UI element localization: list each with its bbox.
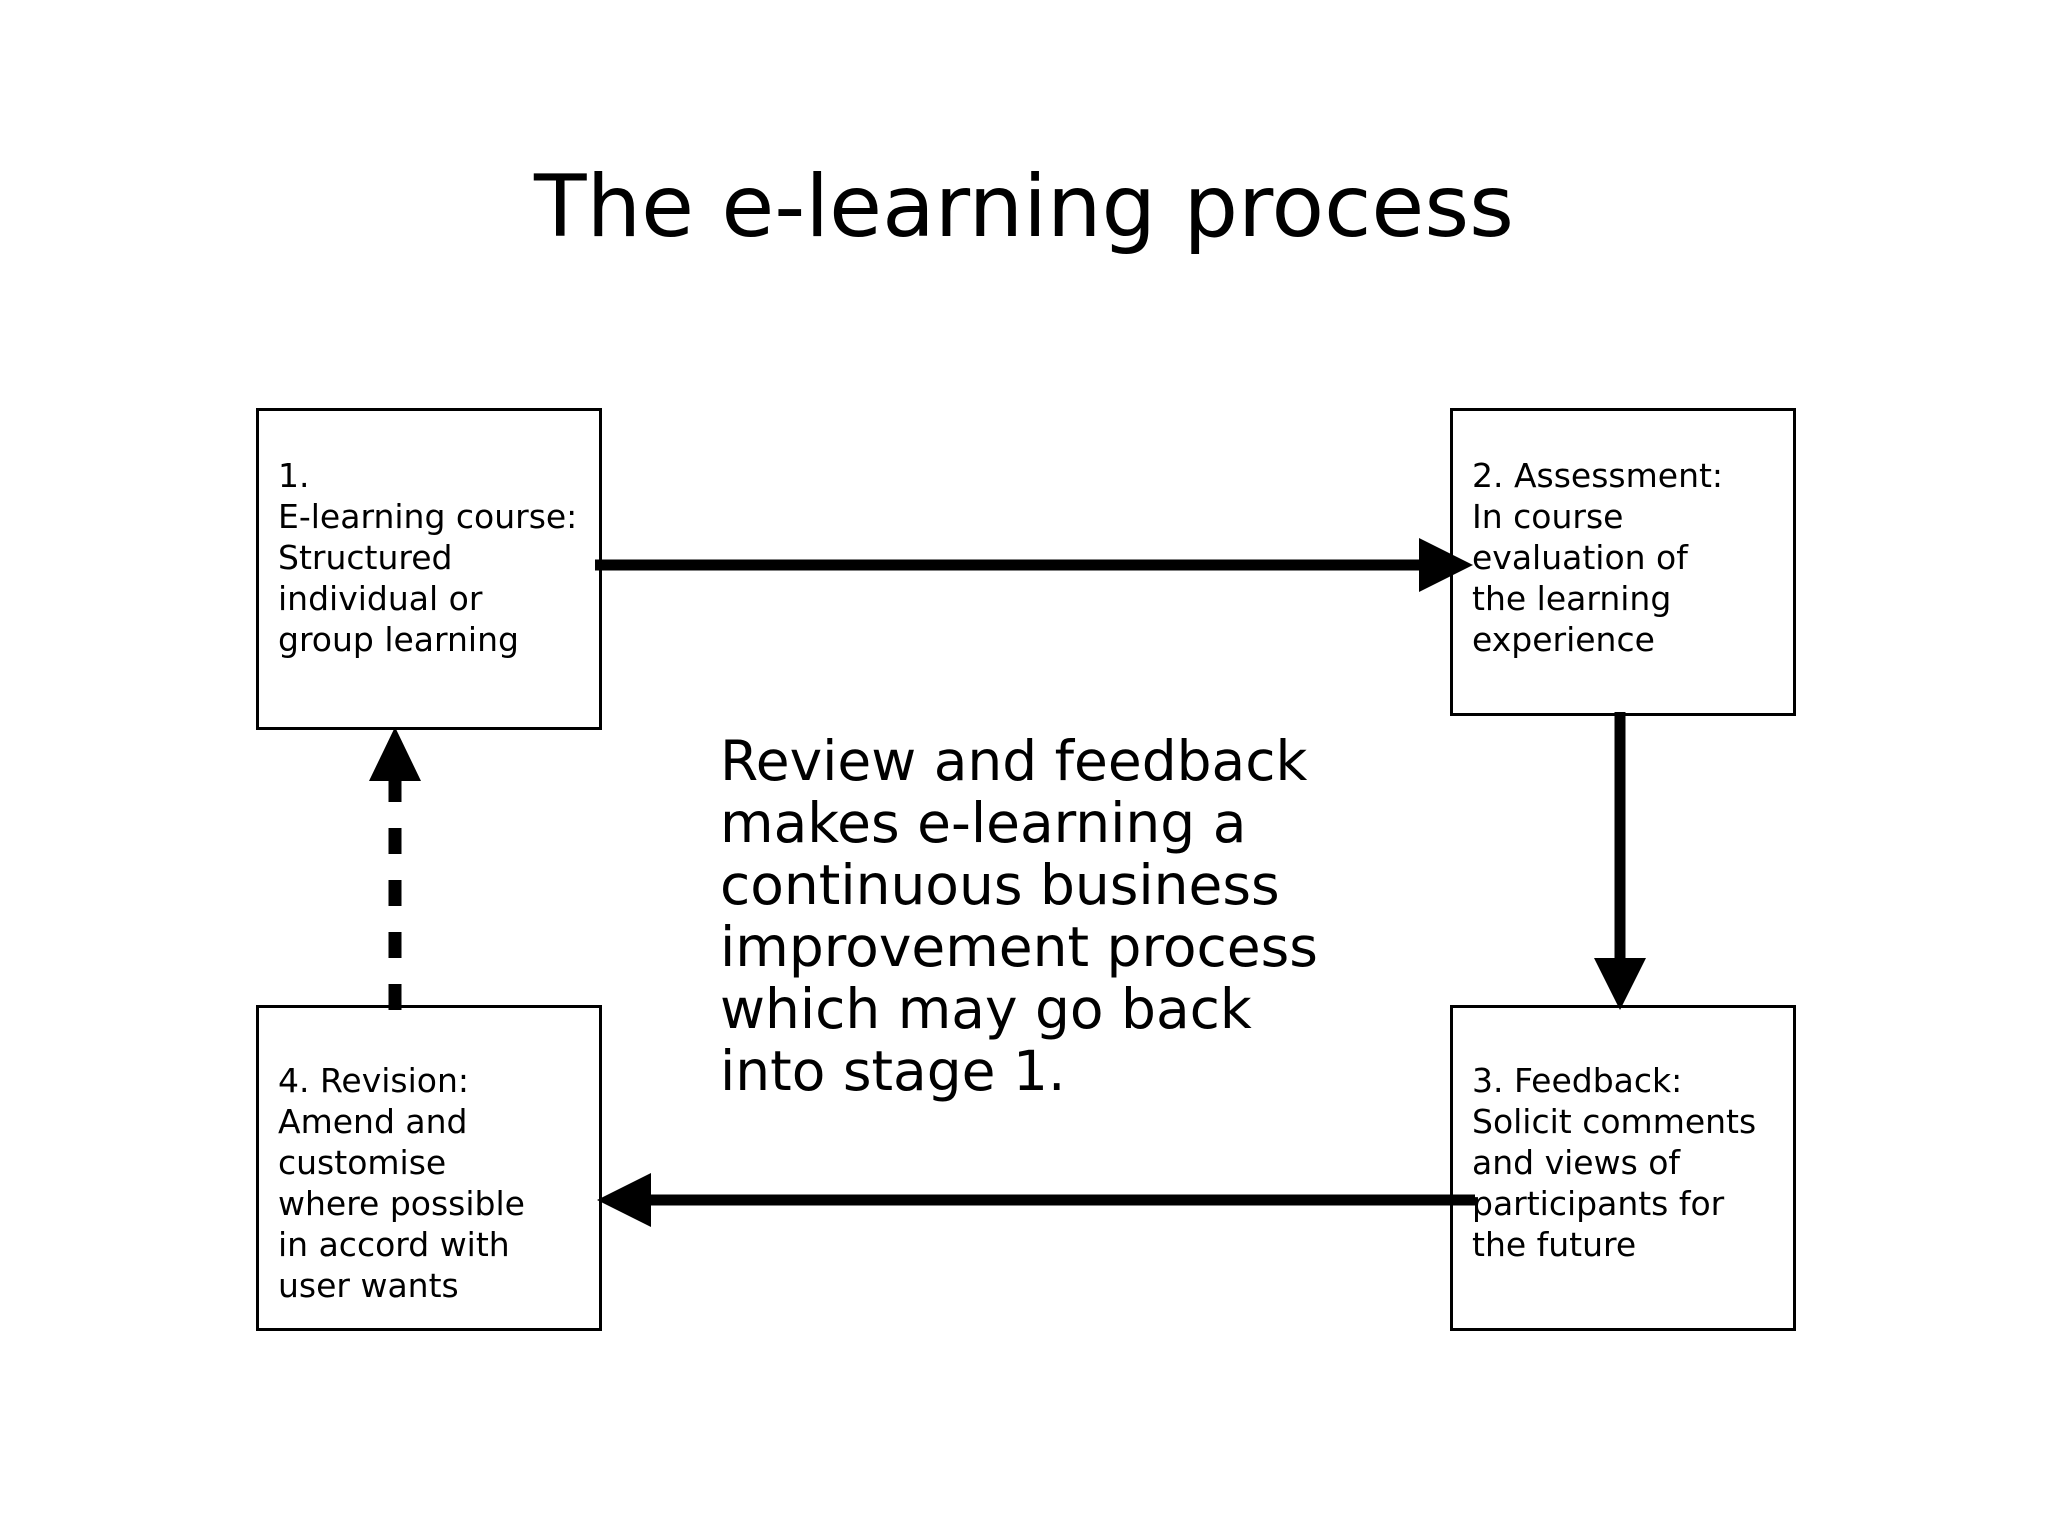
process-box-stage-1-label: 1. E-learning course: Structured individ… bbox=[278, 456, 578, 659]
arrow-stage2-to-stage3-icon bbox=[1594, 712, 1646, 1010]
process-box-stage-1[interactable] bbox=[256, 408, 602, 730]
center-caption-text: Review and feedback makes e-learning a c… bbox=[720, 729, 1318, 1103]
process-box-stage-3[interactable] bbox=[1450, 1005, 1796, 1331]
process-box-stage-4-label: 4. Revision: Amend and customise where p… bbox=[278, 1061, 525, 1305]
arrow-stage4-to-stage1-icon bbox=[369, 727, 421, 1010]
page-title: The e-learning process bbox=[534, 156, 1514, 257]
arrow-stage1-to-stage2-icon bbox=[595, 538, 1473, 592]
process-box-stage-2-label: 2. Assessment: In course evaluation of t… bbox=[1472, 456, 1724, 659]
process-box-stage-3-label: 3. Feedback: Solicit comments and views … bbox=[1472, 1061, 1757, 1264]
process-box-stage-4[interactable] bbox=[256, 1005, 602, 1331]
process-box-stage-2[interactable] bbox=[1450, 408, 1796, 716]
arrow-stage3-to-stage4-icon bbox=[597, 1173, 1475, 1227]
